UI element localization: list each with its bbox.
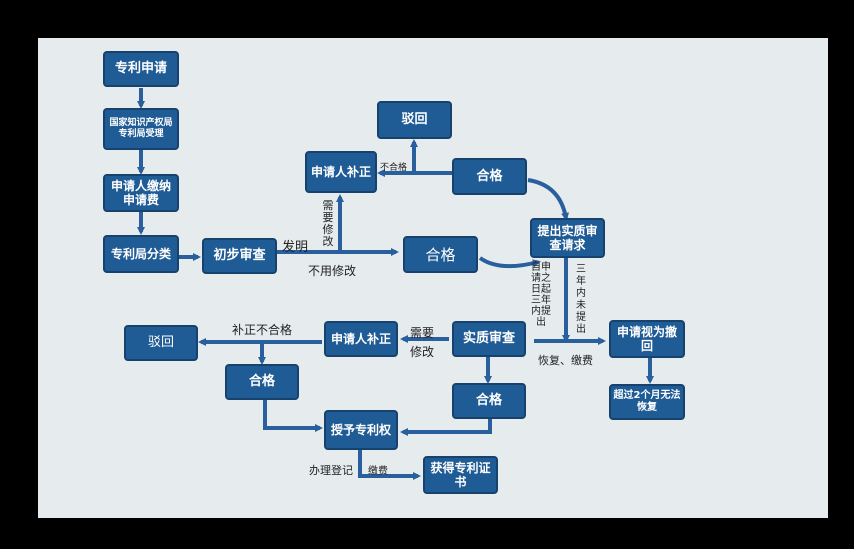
label-need-modify-vertical: 需要修改	[322, 199, 334, 248]
label-not-within-3-years: 三年内未提出	[576, 264, 586, 335]
certificate-box: 获得专利证书	[423, 456, 498, 494]
request-subst-box: 提出实质审查请求	[530, 218, 605, 258]
deemed-withdrawn-box: 申请视为撤回	[609, 320, 685, 358]
label-pay: 缴费	[368, 466, 388, 477]
pay-fee-box: 申请人缴纳申请费	[103, 174, 179, 212]
label-register: 办理登记	[309, 464, 353, 477]
pass-top-box: 合格	[452, 158, 527, 195]
label-need-modify-1: 需要	[410, 326, 435, 340]
grant-box: 授予专利权	[324, 410, 398, 450]
label-need-modify-2: 修改	[410, 345, 435, 359]
reject-top-box: 驳回	[377, 101, 452, 139]
label-within-3-years: 自申请之日起三年内提出	[531, 262, 551, 328]
patent-apply-box: 专利申请	[103, 51, 179, 87]
label-no-modify: 不用修改	[308, 264, 357, 278]
subst-exam-box: 实质审查	[452, 321, 526, 357]
label-fix-unqualified: 补正不合格	[232, 323, 293, 337]
pass-prelim-box: 合格	[403, 236, 478, 273]
label-restore-pay: 恢复、缴费	[538, 354, 593, 367]
prelim-exam-box: 初步审查	[202, 238, 277, 274]
label-invention: 发明	[282, 240, 309, 255]
pass-left-box: 合格	[225, 364, 299, 400]
reject-bottom-box: 驳回	[124, 325, 198, 361]
applicant-fix-top-box: 申请人补正	[305, 151, 377, 193]
pass-subst-box: 合格	[452, 383, 526, 419]
classify-box: 专利局分类	[103, 235, 179, 273]
cnipa-accept-box: 国家知识产权局专利局受理	[103, 108, 179, 150]
applicant-fix-bottom-box: 申请人补正	[324, 321, 398, 357]
overdue-box: 超过2个月无法恢复	[609, 384, 685, 420]
label-unqualified-top: 不合格	[380, 163, 408, 173]
